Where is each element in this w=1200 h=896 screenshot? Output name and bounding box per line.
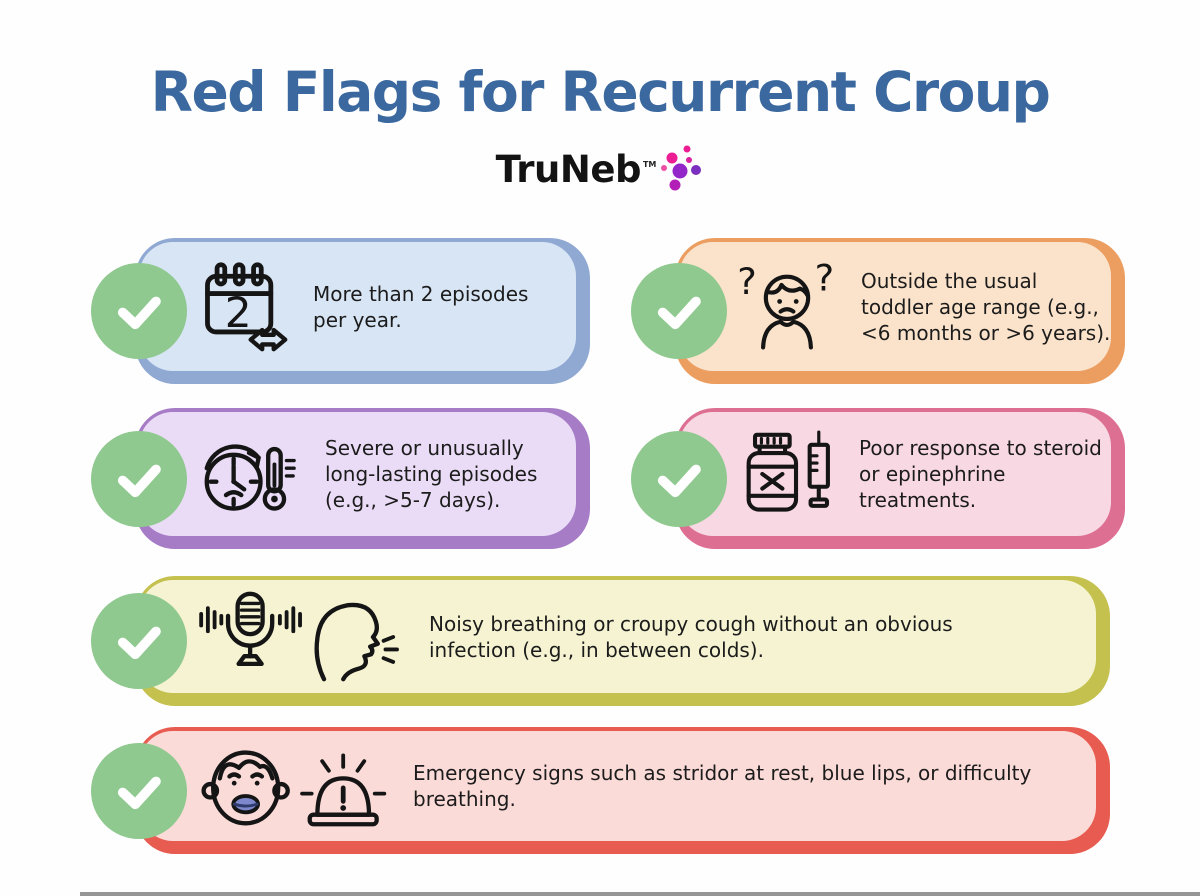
svg-text:?: ? (737, 261, 757, 303)
clock-thermometer-icon (195, 426, 303, 522)
blue-lips-face-siren-icon (195, 738, 391, 834)
page-edge-artifact (80, 892, 1200, 896)
brand-logo: TruNeb TM (0, 145, 1200, 198)
check-circle-icon (91, 593, 187, 689)
medicine-bottle-syringe-icon (735, 428, 837, 520)
card-text: Outside the usual toddler age range (e.g… (861, 268, 1111, 345)
brand-name: TruNeb (495, 148, 642, 191)
card-episodes-per-year: 2 More than 2 episodes per year. (91, 238, 590, 384)
check-circle-icon (91, 263, 187, 359)
check-circle-icon (631, 263, 727, 359)
card-text: More than 2 episodes per year. (313, 281, 529, 332)
check-circle-icon (91, 430, 187, 527)
card-text: Severe or unusually long-lasting episode… (325, 436, 538, 512)
card-text: Emergency signs such as stridor at rest,… (413, 761, 1032, 811)
svg-text:?: ? (815, 261, 835, 299)
brand-dots-icon (658, 142, 704, 198)
card-poor-treatment-response: Poor response to steroid or epinephrine … (631, 408, 1125, 549)
calendar-2-episodes-icon: 2 (195, 259, 291, 355)
card-noisy-breathing: Noisy breathing or croupy cough without … (91, 576, 1110, 706)
check-circle-icon (631, 430, 727, 527)
page-title: Red Flags for Recurrent Croup (150, 60, 1051, 124)
card-long-lasting-episodes: Severe or unusually long-lasting episode… (91, 408, 590, 549)
brand-trademark: TM (642, 160, 657, 169)
card-emergency-signs: Emergency signs such as stridor at rest,… (91, 727, 1110, 854)
card-age-range: ? ? Outside the usual toddler age range … (631, 238, 1125, 384)
svg-text:2: 2 (225, 288, 252, 337)
confused-child-icon: ? ? (735, 261, 839, 353)
microphone-cough-icon (195, 589, 407, 685)
card-text: Poor response to steroid or epinephrine … (859, 436, 1102, 512)
check-circle-icon (91, 742, 187, 839)
card-text: Noisy breathing or croupy cough without … (429, 611, 953, 662)
